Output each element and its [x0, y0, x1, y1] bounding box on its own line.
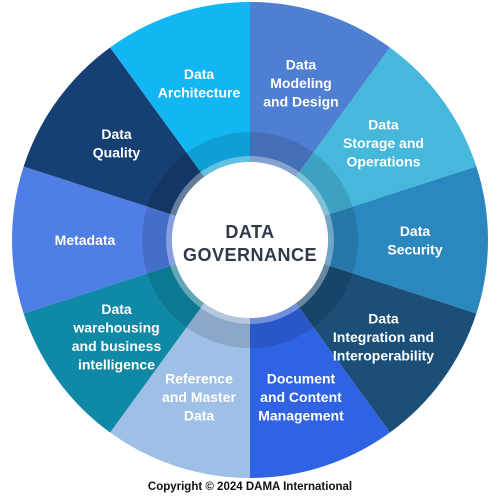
segment-inner-ring	[324, 206, 359, 274]
segment-inner-ring	[186, 303, 250, 348]
segment-label-line: Data	[400, 223, 431, 239]
segment-label-line: Architecture	[158, 84, 241, 100]
segment-label-line: Interoperability	[333, 347, 434, 363]
segment-label-line: Data	[184, 66, 215, 82]
segment-inner-ring	[186, 132, 250, 177]
segment-label-line: Reference	[165, 370, 233, 386]
segment-label-line: and Design	[263, 94, 338, 110]
segment-label-line: and Master	[162, 389, 236, 405]
segment-inner-ring	[295, 152, 353, 216]
wheel-segment	[250, 303, 390, 478]
segment-inner-ring	[250, 132, 314, 177]
segment-inner-ring	[141, 206, 176, 274]
segment-label-line: Metadata	[55, 232, 116, 248]
wheel-segment	[23, 47, 205, 216]
segment-label-line: Modeling	[270, 75, 331, 91]
segment-label-line: Data	[184, 407, 215, 423]
segment-label-line: Data	[368, 117, 399, 133]
segment-label-line: Integration and	[333, 329, 434, 345]
center-circle	[172, 162, 328, 318]
center-title-line-2: GOVERNANCE	[183, 245, 317, 265]
segment-label-line: Operations	[347, 154, 421, 170]
center-ring	[166, 156, 334, 324]
wheel-segment	[110, 2, 250, 177]
wheel-segment	[250, 2, 390, 177]
center-title-line-1: DATA	[225, 222, 274, 242]
segment-label-line: Quality	[93, 144, 141, 160]
segment-label-line: warehousing	[72, 320, 159, 336]
segment-label: Data warehousing and business intelligence	[72, 301, 162, 373]
wheel-segment	[23, 264, 205, 433]
wheel-segment	[110, 303, 250, 478]
segment-label-line: Document	[267, 370, 336, 386]
wheel-segment	[11, 166, 176, 314]
segment-label-line: Security	[387, 241, 442, 257]
segment-label-line: and Content	[260, 389, 342, 405]
segment-label-line: Data	[101, 126, 132, 142]
wheel-segment	[295, 264, 477, 433]
segment-inner-ring	[250, 303, 314, 348]
segment-label-line: intelligence	[78, 357, 155, 373]
segment-label-line: Data	[101, 301, 132, 317]
wheel-segment	[295, 47, 477, 216]
segment-inner-ring	[295, 264, 353, 328]
segment-inner-ring	[147, 264, 205, 328]
segment-inner-ring	[147, 152, 205, 216]
segment-label-line: Management	[258, 407, 344, 423]
segment-label-line: Data	[286, 57, 317, 73]
copyright-text: Copyright © 2024 DAMA International	[147, 481, 353, 493]
wheel-segment	[324, 166, 489, 314]
segment-label-line: and business	[72, 338, 162, 354]
segment-label-line: Storage and	[343, 135, 424, 151]
segment-label: Metadata	[55, 232, 116, 248]
segment-label-line: Data	[368, 310, 399, 326]
